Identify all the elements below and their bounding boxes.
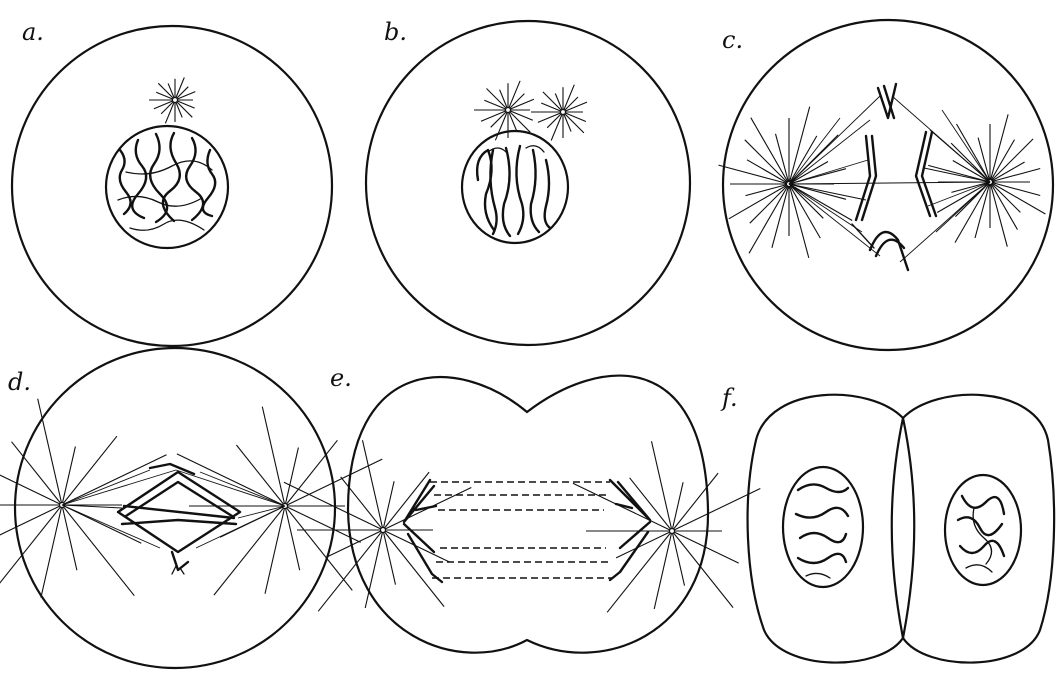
panel-a-centrosome	[173, 98, 178, 103]
panel-f-label: f.	[720, 384, 738, 412]
panel-f-left-nucleus	[783, 467, 863, 587]
panel-f-right-daughter-cell	[903, 395, 1054, 663]
panel-b-cell-membrane	[366, 21, 690, 345]
panel-d-spindle-fibers	[62, 470, 285, 548]
aster-ray	[789, 184, 846, 199]
spindle-fiber	[789, 120, 870, 184]
panel-c: c.	[719, 20, 1054, 350]
aster-ray	[508, 110, 530, 132]
aster-ray	[543, 92, 563, 112]
panel-a-label: a.	[22, 18, 44, 46]
aster-ray	[177, 454, 285, 506]
spindle-fiber	[928, 182, 990, 206]
aster-ray	[62, 455, 167, 505]
panel-d-aster-left	[0, 399, 167, 602]
panel-c-aster-left	[719, 107, 853, 258]
aster-ray	[563, 97, 578, 112]
panel-b-centrosome-left	[506, 108, 511, 113]
aster-ray	[990, 114, 1008, 182]
panel-b-label: b.	[384, 18, 407, 46]
spindle-fiber	[789, 182, 990, 184]
aster-ray	[672, 531, 739, 563]
aster-ray	[508, 94, 524, 110]
aster-ray	[547, 112, 563, 128]
aster-ray	[990, 169, 1040, 183]
panel-e: e.	[284, 364, 760, 653]
panel-e-cell-membrane	[348, 376, 708, 653]
panel-b-aster-right	[531, 85, 587, 141]
spindle-fiber	[176, 470, 285, 506]
panel-b-nucleus	[462, 131, 568, 243]
panel-e-centrosome-right	[670, 529, 675, 534]
aster-ray	[772, 184, 789, 248]
aster-ray	[175, 100, 192, 117]
aster-ray	[975, 182, 990, 238]
panel-e-aster-right	[573, 441, 760, 612]
panel-d-label: d.	[8, 368, 31, 396]
panel-e-aster-left	[284, 440, 471, 611]
panel-a-chromatin	[118, 133, 215, 230]
aster-ray	[158, 83, 175, 100]
panel-f-right-nucleus	[945, 475, 1021, 585]
aster-ray	[327, 530, 383, 557]
spindle-fiber	[200, 472, 285, 506]
aster-ray	[776, 134, 790, 184]
spindle-fiber	[62, 470, 176, 505]
panel-a-cell-membrane	[12, 26, 332, 346]
spindle-fiber	[789, 118, 840, 184]
aster-ray	[0, 505, 62, 537]
panel-c-label: c.	[722, 26, 743, 54]
panel-b: b.	[366, 18, 690, 345]
panel-e-label: e.	[330, 364, 352, 392]
panel-c-aster-right	[928, 114, 1045, 246]
aster-ray	[487, 89, 509, 111]
panel-a-nucleus	[106, 126, 228, 248]
spindle-fiber	[924, 168, 990, 182]
spindle-fiber	[62, 505, 160, 548]
aster-ray	[563, 112, 584, 133]
aster-ray	[990, 182, 1007, 247]
aster-ray	[990, 182, 1040, 196]
panel-c-chromosomes	[852, 84, 936, 270]
panel-a: a.	[12, 18, 332, 346]
panel-d: d.	[0, 348, 382, 668]
panel-b-centrosome-right	[561, 110, 566, 115]
aster-ray	[491, 110, 508, 127]
aster-ray	[719, 165, 790, 184]
aster-ray	[573, 483, 672, 531]
aster-ray	[0, 449, 62, 505]
spindle-fiber	[789, 184, 880, 256]
panel-f-left-daughter-cell	[748, 395, 903, 663]
spindle-fiber	[900, 182, 990, 262]
panel-b-chromosomes	[477, 146, 550, 236]
panel-a-aster	[149, 78, 195, 124]
panel-f: f.	[720, 384, 1054, 663]
spindle-fiber	[238, 506, 285, 518]
panel-e-centrosome-left	[381, 528, 386, 533]
aster-ray	[789, 107, 810, 184]
panel-e-interzonal-fibers	[430, 482, 612, 578]
panel-c-cell-membrane	[723, 20, 1053, 350]
